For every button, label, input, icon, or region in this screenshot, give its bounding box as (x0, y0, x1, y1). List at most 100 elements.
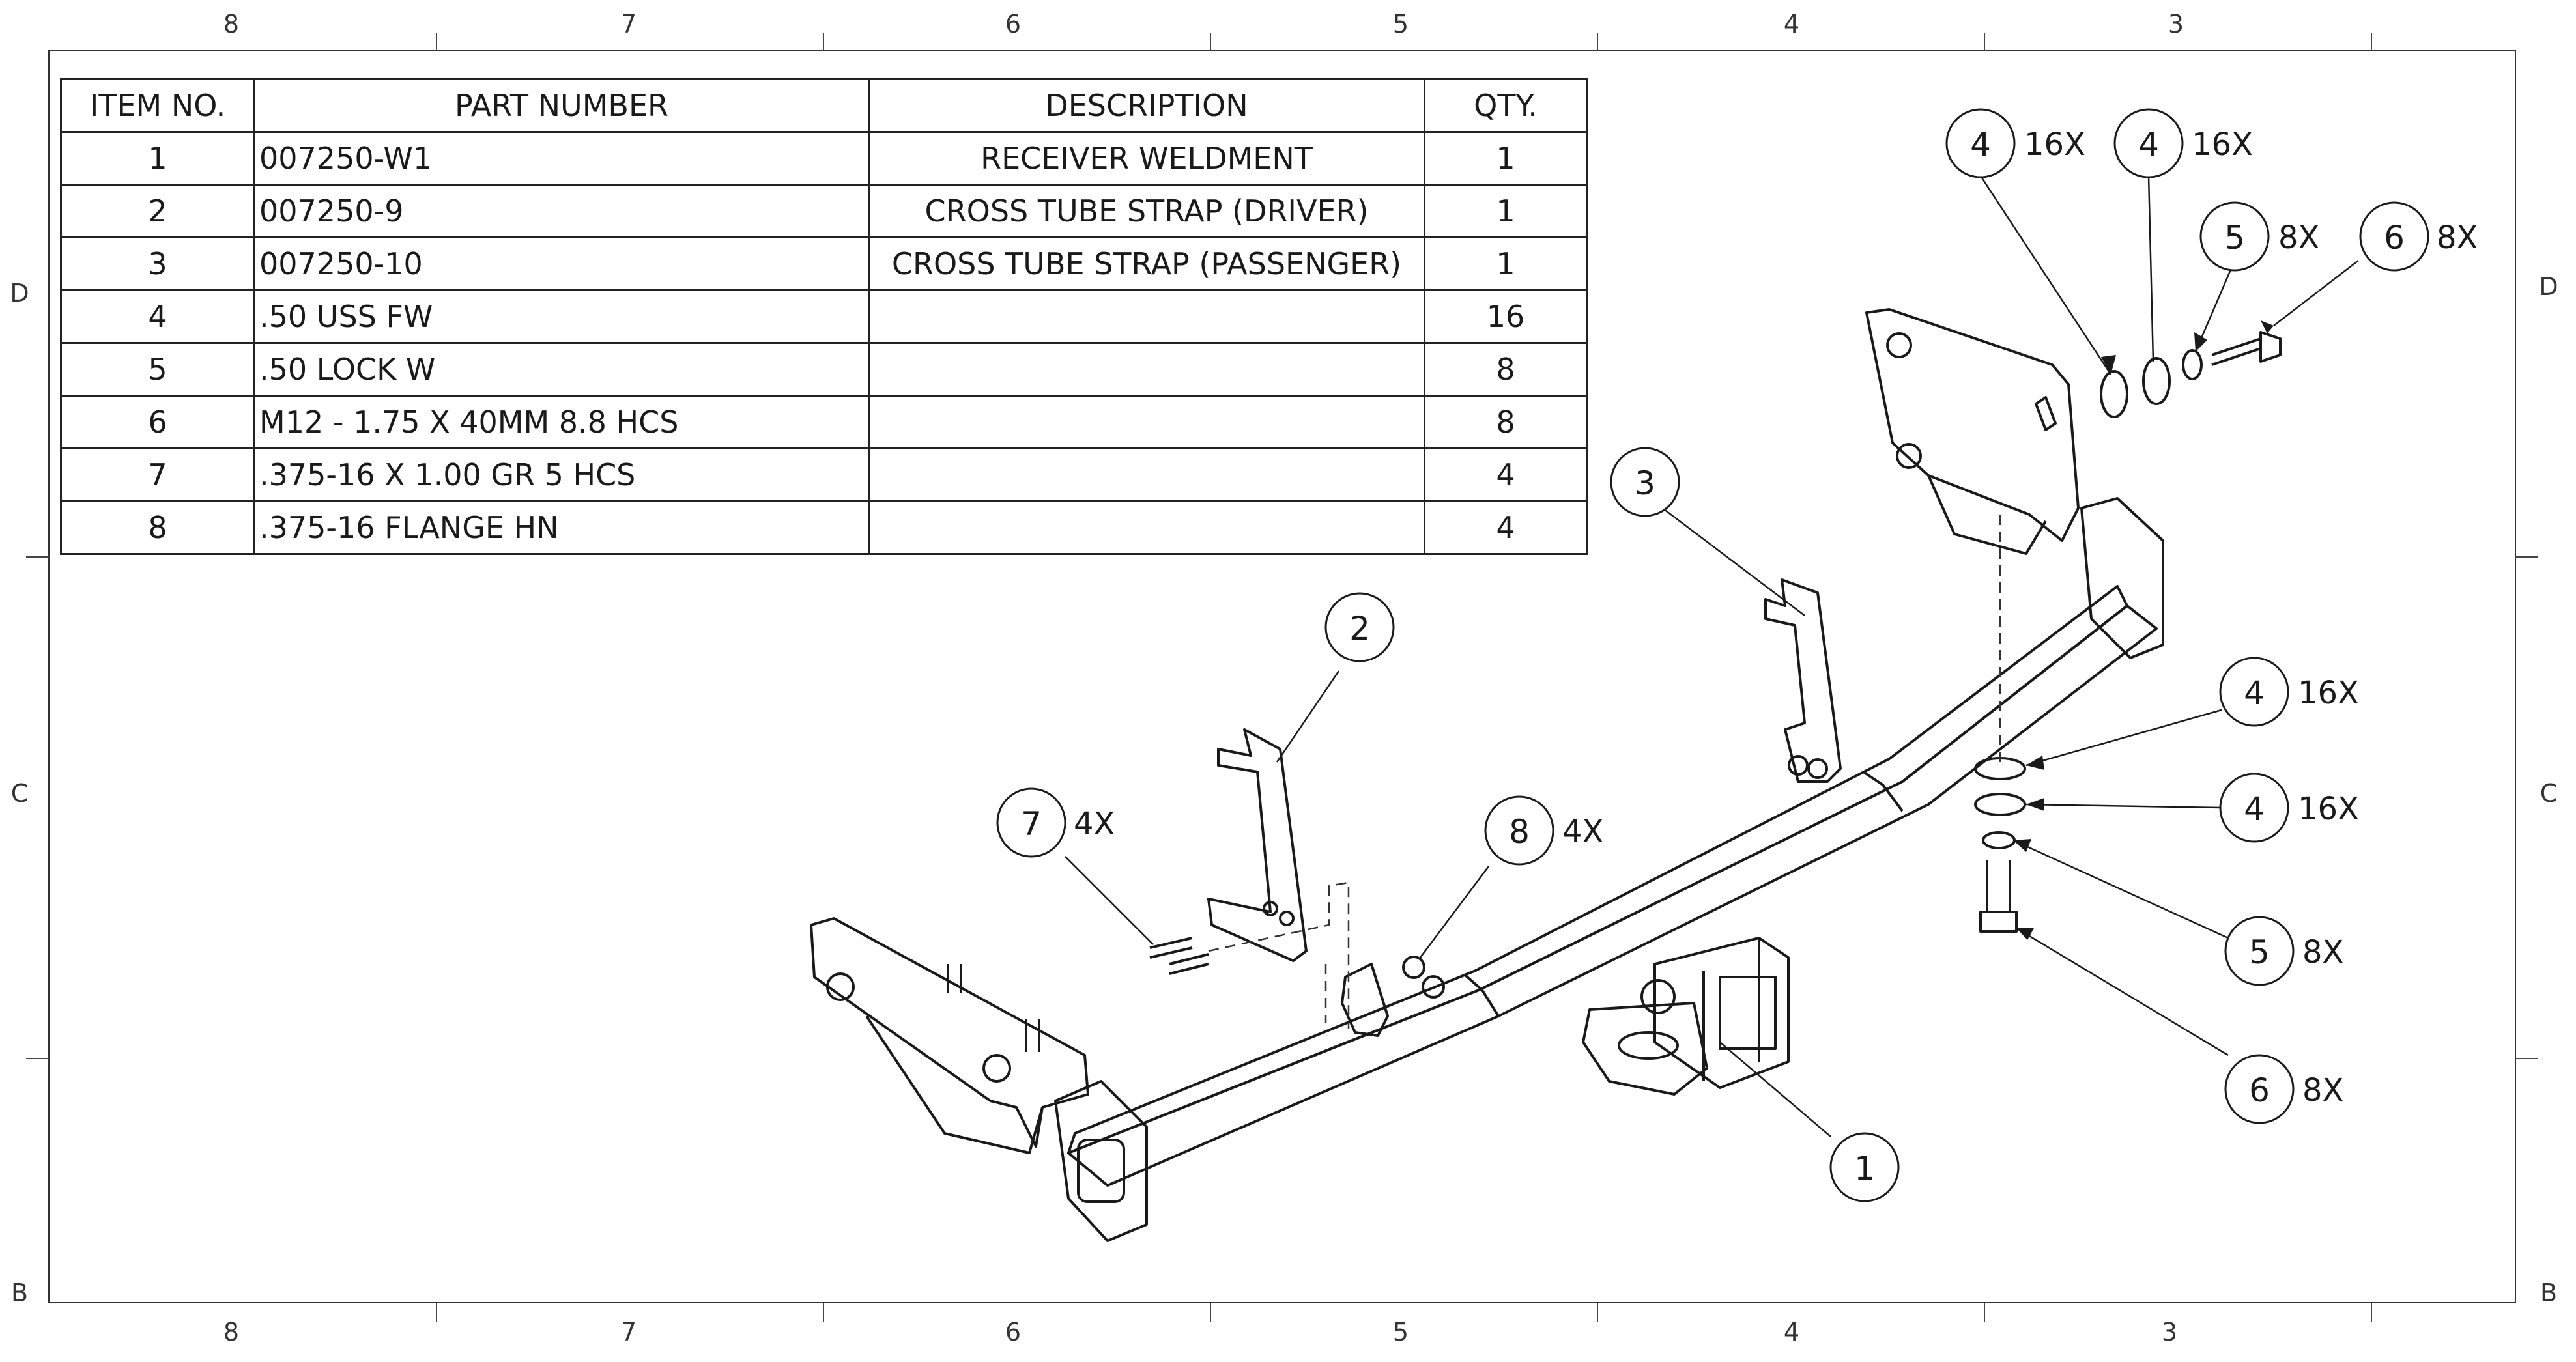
bom-part: .50 USS FW (253, 289, 870, 344)
right-mount-plate (1865, 308, 2080, 542)
bom-desc (868, 289, 1425, 344)
assembly-centerlines (1208, 515, 2001, 1029)
cross-tube-top-face (1067, 585, 2128, 1154)
bom-row: 7 .375-16 X 1.00 GR 5 HCS 4 (60, 447, 1588, 502)
balloon-number: 3 (1635, 464, 1655, 502)
zone-label-bottom: 4 (1784, 1318, 1799, 1346)
zone-label-left: B (11, 1279, 28, 1307)
balloon-qty: 4X (1074, 806, 1115, 842)
bom-qty: 8 (1424, 395, 1588, 449)
bom-qty: 4 (1424, 500, 1588, 555)
balloon-qty: 8X (2278, 220, 2319, 256)
zone-label-top: 6 (1005, 10, 1021, 38)
bom-desc (868, 447, 1425, 502)
bom-item: 2 (60, 184, 255, 238)
zone-label-right: C (2540, 779, 2558, 808)
left-end-cap (1054, 1080, 1148, 1242)
balloon-number: 1 (1854, 1150, 1875, 1187)
bom-header-part: PART NUMBER (253, 78, 870, 133)
washer-top-1 (2100, 370, 2128, 418)
zone-label-bottom: 3 (2162, 1318, 2177, 1346)
driver-bolt-1 (1149, 937, 1193, 959)
lockwasher-side (1982, 831, 2016, 849)
balloon-circle (2359, 201, 2429, 272)
safety-chain-hole (1618, 1031, 1679, 1060)
bom-desc (868, 342, 1425, 397)
balloon-number: 7 (1021, 805, 1042, 843)
zone-label-top: 5 (1393, 10, 1409, 38)
bom-part: M12 - 1.75 X 40MM 8.8 HCS (253, 395, 870, 449)
zone-label-right: D (2539, 272, 2558, 301)
bom-qty: 16 (1424, 289, 1588, 344)
balloon-qty: 16X (2192, 126, 2253, 163)
balloon-circle (2219, 657, 2289, 727)
right-slot (2035, 396, 2057, 431)
right-mount-gusset (1927, 475, 2047, 555)
left-stud-2 (1025, 1019, 1040, 1052)
right-end-cap (2080, 497, 2164, 659)
balloon-circle (996, 787, 1066, 858)
right-plate-hole-1 (1886, 332, 1912, 358)
balloon-circle (2219, 773, 2289, 843)
bom-item: 3 (60, 236, 255, 291)
left-mount-plate (810, 917, 1089, 1148)
tube-clamp-bracket (1341, 963, 1389, 1037)
bom-item: 6 (60, 395, 255, 449)
sheet-frame (48, 50, 2516, 1303)
washer-top-2 (2142, 357, 2171, 405)
lockwasher-top (2182, 349, 2203, 380)
cross-tube-band-2 (1862, 771, 1904, 812)
balloon-qty: 4X (1562, 814, 1603, 850)
bom-desc: RECEIVER WELDMENT (868, 131, 1425, 186)
cross-tube-band-1 (1465, 974, 1500, 1017)
flange-nut-1 (1402, 956, 1425, 979)
bom-row: 3 007250-10 CROSS TUBE STRAP (PASSENGER)… (60, 236, 1588, 291)
safety-chain-loop (1582, 1002, 1708, 1096)
bom-row: 6 M12 - 1.75 X 40MM 8.8 HCS 8 (60, 395, 1588, 449)
bom-row: 4 .50 USS FW 16 (60, 289, 1588, 344)
bom-qty: 1 (1424, 131, 1588, 186)
balloon-circle (2113, 108, 2184, 178)
bom-row: 8 .375-16 FLANGE HN 4 (60, 500, 1588, 555)
zone-label-bottom: 7 (621, 1318, 637, 1346)
driver-bolt-2 (1169, 953, 1209, 975)
bom-header-desc: DESCRIPTION (868, 78, 1425, 133)
balloon-number: 4 (1970, 126, 1991, 163)
balloon-qty: 16X (2024, 126, 2085, 163)
zone-label-right: B (2540, 1279, 2557, 1307)
washer-side-2 (1974, 793, 2026, 816)
bom-qty: 1 (1424, 184, 1588, 238)
balloon-qty: 16X (2298, 791, 2359, 827)
balloon-circle (2199, 201, 2270, 272)
bolt-side (1979, 860, 2018, 933)
balloon-circle (2224, 1054, 2295, 1124)
zone-label-top: 3 (2168, 10, 2184, 38)
bom-part: .375-16 FLANGE HN (253, 500, 870, 555)
balloon-number: 2 (1349, 610, 1370, 647)
bom-desc (868, 395, 1425, 449)
bom-part: .50 LOCK W (253, 342, 870, 397)
zone-label-top: 8 (223, 10, 239, 38)
bom-desc: CROSS TUBE STRAP (DRIVER) (868, 184, 1425, 238)
left-mount-gusset (865, 1015, 1044, 1154)
flange-nut-2 (1422, 975, 1445, 999)
balloon-qty: 8X (2437, 220, 2478, 256)
bom-item: 7 (60, 447, 255, 502)
balloon-number: 6 (2249, 1071, 2270, 1109)
bom-part: 007250-10 (253, 236, 870, 291)
balloon-circle (1945, 108, 2016, 178)
strap-driver (1207, 728, 1308, 962)
zone-label-bottom: 8 (223, 1318, 239, 1346)
balloon-circle (1324, 592, 1395, 662)
bom-part: 007250-W1 (253, 131, 870, 186)
balloon-number: 6 (2384, 219, 2405, 257)
balloon-number: 4 (2138, 126, 2159, 163)
balloon-circle (1610, 447, 1680, 517)
bom-header-item: ITEM NO. (60, 78, 255, 133)
balloon-qty: 16X (2298, 675, 2359, 711)
balloon-number: 8 (1509, 813, 1530, 851)
zone-label-left: C (11, 779, 29, 808)
balloon-circle (2224, 916, 2295, 986)
right-plate-hole-2 (1896, 443, 1922, 469)
zone-label-top: 7 (621, 10, 637, 38)
